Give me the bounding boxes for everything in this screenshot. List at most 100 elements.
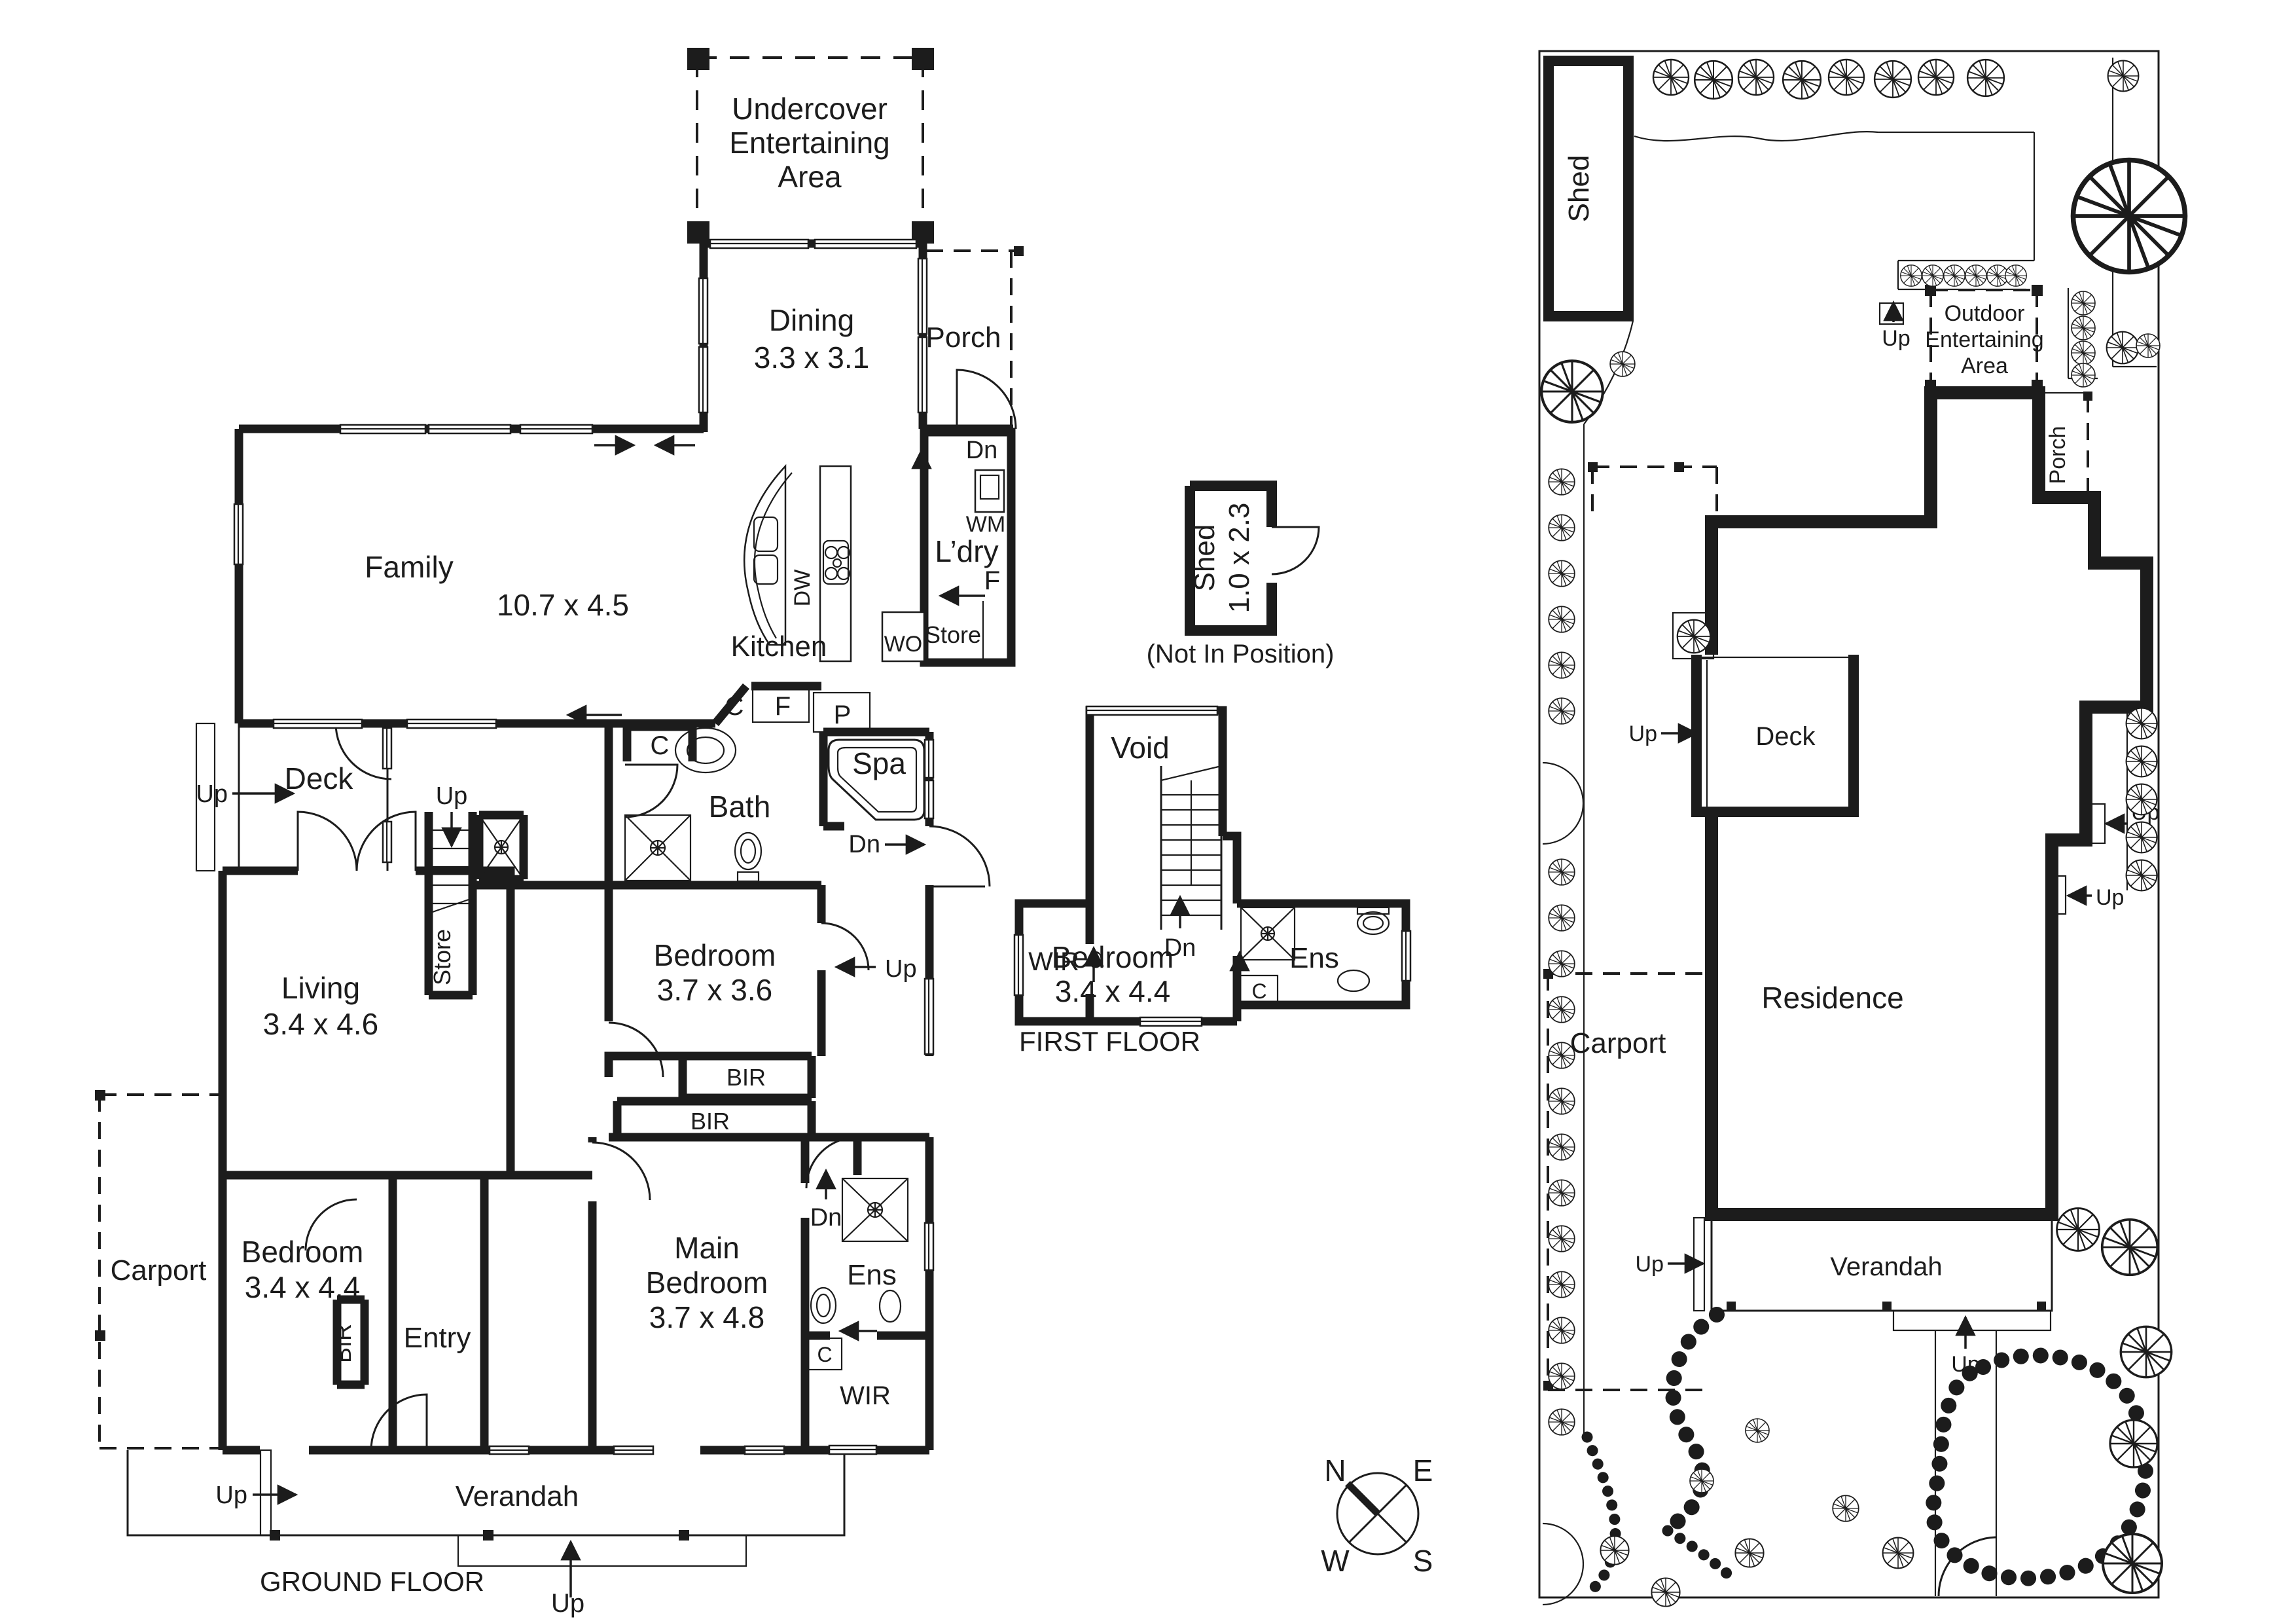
main-bedroom-dims: 3.7 x 4.8 bbox=[649, 1300, 764, 1334]
planter-box bbox=[1672, 611, 1715, 660]
site-plan: Shed Outdoor Entertaining Area Up Po bbox=[1538, 50, 2185, 1607]
pantry-box bbox=[812, 691, 871, 733]
site-deck: Deck Up bbox=[1629, 655, 1859, 817]
first-bedroom-dims: 3.4 x 4.4 bbox=[1055, 974, 1170, 1008]
wir-label: WIR bbox=[840, 1381, 891, 1410]
ground-floor-windows bbox=[233, 238, 935, 1455]
first-dn-label: Dn bbox=[1164, 934, 1196, 962]
bedroom3-dims: 3.4 x 4.4 bbox=[245, 1270, 360, 1304]
main-bedroom-label-1: Main bbox=[674, 1231, 740, 1265]
first-ens-basin bbox=[1336, 969, 1371, 993]
site-boundary bbox=[1538, 50, 2160, 1599]
laundry-room: WM L’dry F Store bbox=[925, 469, 1005, 659]
shed-note: (Not In Position) bbox=[1147, 640, 1335, 668]
undercover-area-label-3: Area bbox=[778, 160, 842, 194]
fridge-label: F bbox=[775, 692, 791, 721]
dining-label: Dining bbox=[769, 303, 854, 337]
first-ens-c-label: C bbox=[1251, 979, 1266, 1003]
bir1-label: BIR bbox=[726, 1064, 766, 1091]
garden-shrub-chains bbox=[1581, 1307, 2154, 1598]
bedroom3-bir-label: BIR bbox=[329, 1324, 356, 1363]
back-door bbox=[929, 825, 991, 888]
pantry-label: P bbox=[834, 701, 852, 729]
first-ens-label: Ens bbox=[1289, 942, 1339, 974]
corner-cupboard-label: C bbox=[725, 692, 744, 721]
first-wir-label: WIR bbox=[1028, 947, 1079, 976]
site-porch: Porch bbox=[2042, 392, 2092, 496]
spa-label: Spa bbox=[852, 746, 906, 780]
living-label: Living bbox=[281, 971, 360, 1005]
deck-area: Deck Up bbox=[195, 722, 511, 872]
site-carport: Carport bbox=[1543, 969, 1710, 1391]
kitchen-label: Kitchen bbox=[731, 630, 827, 663]
bedroom2-door bbox=[608, 1021, 664, 1078]
site-verandah: Verandah Up Up bbox=[1636, 1214, 2053, 1377]
rear-gate bbox=[1542, 1522, 1585, 1606]
site-deck-up-label: Up bbox=[1629, 721, 1657, 746]
second-shower bbox=[478, 814, 524, 880]
deck-up-label: Up bbox=[196, 780, 228, 808]
right-step-up-label-2: Up bbox=[2096, 885, 2124, 910]
fridge-box bbox=[751, 685, 810, 723]
porch-dn-label: Dn bbox=[966, 437, 998, 464]
first-ens-toilet bbox=[1356, 911, 1390, 936]
site-carport-label: Carport bbox=[1570, 1027, 1666, 1059]
verandah-west-steps bbox=[259, 1449, 272, 1537]
bedroom2-dims: 3.7 x 3.6 bbox=[657, 973, 772, 1007]
ground-floor-plan: Undercover Entertaining Area Porch Dn WM… bbox=[95, 48, 1024, 1618]
bedroom2-label: Bedroom bbox=[654, 938, 776, 972]
carport-area: Carport bbox=[95, 1090, 223, 1450]
living-dims: 3.4 x 4.6 bbox=[263, 1007, 378, 1041]
entry-label: Entry bbox=[404, 1322, 471, 1354]
site-uea-dashed bbox=[1591, 465, 1718, 522]
ens-hall-door bbox=[805, 1136, 858, 1189]
main-bedroom-label-2: Bedroom bbox=[646, 1266, 768, 1300]
ens-label: Ens bbox=[847, 1259, 897, 1291]
shed-door bbox=[1271, 526, 1320, 575]
first-ensuite: Ens C bbox=[1229, 906, 1390, 1005]
deck-french-doors bbox=[296, 811, 417, 871]
undercover-area-label-1: Undercover bbox=[732, 92, 888, 126]
compass-w: W bbox=[1321, 1544, 1350, 1578]
bath-cupboard-label: C bbox=[651, 731, 670, 760]
hall-door bbox=[821, 922, 870, 971]
verandah-label: Verandah bbox=[456, 1480, 579, 1512]
site-shed-label: Shed bbox=[1563, 155, 1595, 223]
ens-toilet bbox=[810, 1286, 837, 1324]
site-outdoor-entertaining: Outdoor Entertaining Area Up bbox=[1878, 285, 2044, 391]
side-gate bbox=[1542, 761, 1585, 845]
shed-not-in-position: Shed 1.0 x 2.3 (Not In Position) bbox=[1147, 481, 1335, 668]
stairs-up-label: Up bbox=[436, 782, 468, 810]
outdoor-area-label-2: Entertaining bbox=[1925, 327, 2043, 352]
spa-room: Spa bbox=[827, 739, 925, 821]
residence-label: Residence bbox=[1761, 981, 1903, 1015]
residence-outline bbox=[1705, 386, 2153, 1221]
first-floor-plan: Shed 1.0 x 2.3 (Not In Position) Dn Void… bbox=[1013, 481, 1433, 1578]
first-bedroom-label: Bedroom bbox=[1052, 940, 1174, 974]
porch-area: Porch Dn bbox=[911, 246, 1024, 488]
first-floor-windows bbox=[1013, 705, 1412, 1027]
first-floor-title: FIRST FLOOR bbox=[1019, 1026, 1200, 1057]
bedroom3-label: Bedroom bbox=[242, 1235, 364, 1269]
site-verandah-label: Verandah bbox=[1830, 1252, 1942, 1281]
compass-rose: N E W S bbox=[1321, 1453, 1433, 1578]
compass-e: E bbox=[1413, 1453, 1433, 1487]
site-right-steps: Up Up bbox=[2053, 800, 2159, 915]
compass-n: N bbox=[1324, 1453, 1346, 1487]
bath-toilet bbox=[734, 831, 762, 883]
kitchen-bench bbox=[819, 465, 852, 663]
hall-up-label: Up bbox=[885, 955, 917, 983]
deck-label: Deck bbox=[285, 761, 354, 795]
bath-label: Bath bbox=[709, 790, 771, 824]
laundry-f-label: F bbox=[984, 566, 1000, 595]
bath-dn-label: Dn bbox=[848, 831, 880, 858]
dining-dims: 3.3 x 3.1 bbox=[754, 340, 869, 374]
porch-door bbox=[956, 369, 1017, 429]
cooktop bbox=[822, 539, 850, 585]
bedroom3-door bbox=[304, 1198, 357, 1251]
compass-s: S bbox=[1413, 1544, 1433, 1578]
ens-basin bbox=[878, 1289, 902, 1323]
laundry-label: L’dry bbox=[935, 534, 998, 568]
